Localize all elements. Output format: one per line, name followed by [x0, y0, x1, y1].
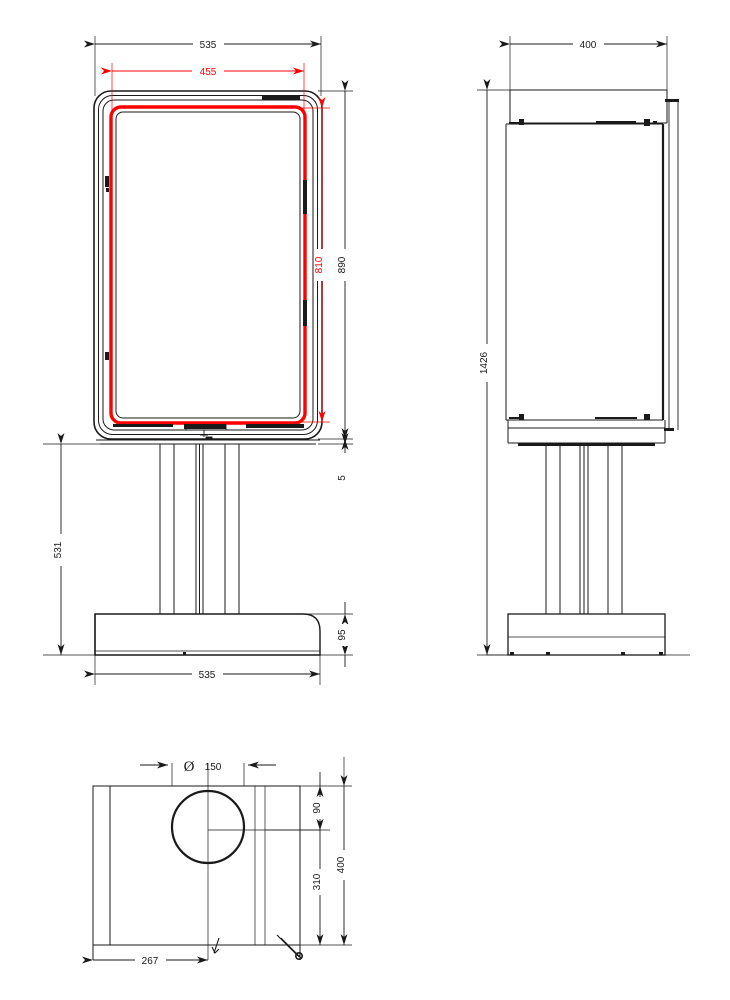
dim-front-base-width: 535 — [84, 655, 321, 685]
bottom-plate-outline — [92, 785, 301, 960]
dim-label: 5 — [337, 475, 348, 481]
dim-label: 90 — [312, 802, 323, 814]
dim-bottom-hole-offset: 90 — [265, 772, 352, 831]
diameter-symbol: Ø — [184, 759, 195, 775]
dim-label: 535 — [199, 670, 216, 681]
front-cabinet-outline — [93, 90, 323, 440]
dim-label: 455 — [200, 67, 217, 78]
side-door-top-mark — [665, 99, 679, 102]
dim-label: 400 — [580, 40, 597, 51]
front-poster-frame-highlight — [109, 105, 307, 425]
side-cabinet-collar — [507, 419, 666, 444]
front-base-foot-mark — [183, 652, 186, 655]
dim-label: 150 — [205, 762, 222, 773]
bottom-leader-dot — [294, 951, 303, 960]
dim-label: 267 — [142, 956, 159, 967]
bottom-leader-arrows — [211, 934, 302, 959]
dim-label: 310 — [312, 873, 323, 890]
dim-side-total-height: 1426 — [477, 79, 512, 656]
dim-front-base-height: 95 — [300, 602, 353, 667]
dim-front-gap: 5 — [318, 430, 353, 481]
bottom-leader-dot-core — [297, 954, 301, 958]
front-pedestal-column — [159, 444, 240, 614]
dim-label: 890 — [337, 256, 348, 273]
side-view: 400 1426 — [477, 36, 690, 656]
front-base-plinth — [94, 613, 321, 656]
dim-bottom-hole-to-edge: 310 — [300, 819, 352, 946]
side-hinge-marks — [509, 119, 657, 420]
dim-front-frame-height-inner: 810 — [300, 97, 330, 423]
dim-side-width: 400 — [499, 36, 668, 92]
side-door-edge — [668, 100, 679, 430]
front-hardware-marks — [105, 96, 307, 429]
bottom-centre-lines — [171, 763, 320, 960]
side-collar-shadow — [518, 443, 655, 446]
dim-front-width-inner: 455 — [101, 63, 305, 110]
dim-label: 95 — [337, 629, 348, 641]
side-cabinet-top — [509, 89, 668, 124]
dim-label: 810 — [314, 256, 325, 273]
front-cabinet-bottom-cap — [96, 439, 320, 445]
dim-front-width-outer: 535 — [84, 36, 322, 96]
dim-bottom-hole-diameter: Ø 150 — [140, 759, 276, 775]
dim-bottom-depth: 400 — [336, 757, 352, 945]
dim-front-frame-height-outer: 890 — [318, 80, 353, 440]
dim-label: 1426 — [479, 351, 490, 374]
front-poster-aperture — [115, 111, 301, 419]
dim-front-post-height: 531 — [43, 433, 160, 656]
dim-bottom-offset-left: 267 — [82, 952, 208, 968]
side-door-bottom-mark — [664, 428, 674, 431]
dim-label: 400 — [336, 856, 347, 873]
side-base-foot-marks — [510, 652, 663, 655]
dim-label: 531 — [53, 541, 64, 558]
side-cabinet-body — [505, 123, 665, 421]
dim-label: 535 — [200, 40, 217, 51]
bottom-view: Ø 150 90 310 400 — [82, 757, 352, 968]
side-base-plinth — [507, 613, 666, 656]
front-view: 535 455 890 810 — [43, 36, 353, 685]
side-pedestal-column — [545, 446, 623, 614]
